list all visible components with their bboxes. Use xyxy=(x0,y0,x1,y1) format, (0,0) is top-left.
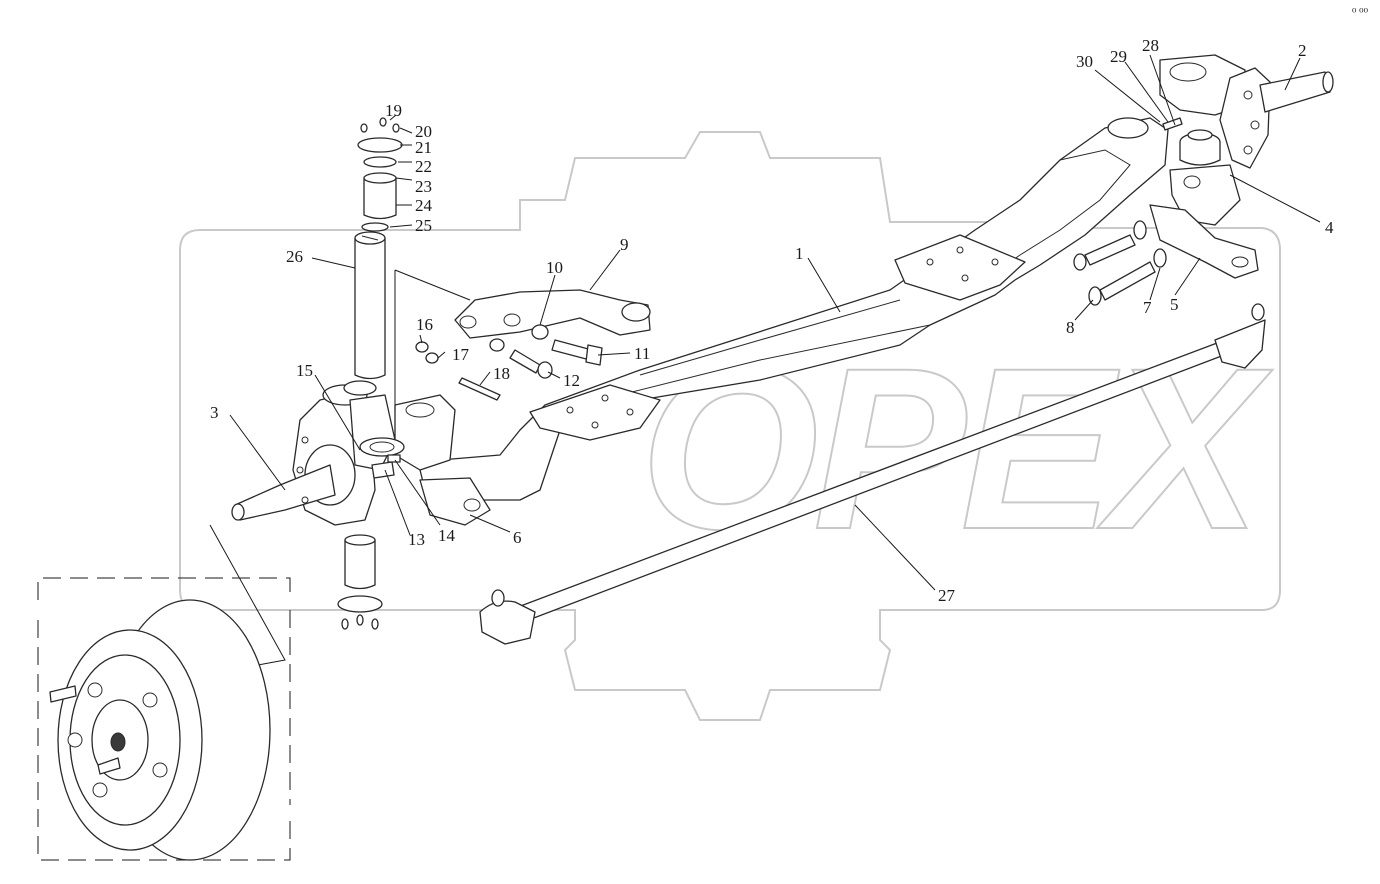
wheel-hub-brake-disc xyxy=(49,599,271,861)
label-29: 29 xyxy=(1110,47,1127,66)
right-arm-bolts xyxy=(1073,220,1167,306)
right-small-parts xyxy=(1162,117,1213,141)
corner-mark: ⁰ ⁰⁰ xyxy=(1352,7,1369,19)
label-26: 26 xyxy=(286,247,303,266)
knuckle-bolts xyxy=(371,454,401,479)
right-steering-knuckle xyxy=(1159,54,1334,169)
label-12: 12 xyxy=(563,371,580,390)
lower-kingpin-kit xyxy=(337,534,383,630)
label-6: 6 xyxy=(513,528,522,547)
label-13: 13 xyxy=(408,530,425,549)
label-8: 8 xyxy=(1066,318,1075,337)
label-25: 25 xyxy=(415,216,432,235)
label-3: 3 xyxy=(210,403,219,422)
leader-lines xyxy=(229,54,1321,591)
right-knuckle-lower xyxy=(1169,132,1241,226)
label-30: 30 xyxy=(1076,52,1093,71)
tie-rod-27 xyxy=(479,303,1266,645)
label-15: 15 xyxy=(296,361,313,380)
label-5: 5 xyxy=(1170,295,1179,314)
part-number-labels: 1 2 3 4 5 6 7 8 9 10 11 12 13 14 15 16 1… xyxy=(210,36,1334,605)
nuts-16-17 xyxy=(415,341,439,364)
label-22: 22 xyxy=(415,157,432,176)
hub-callout-box xyxy=(37,524,291,861)
label-17: 17 xyxy=(452,345,470,364)
left-arm-bolts xyxy=(489,324,603,379)
label-21: 21 xyxy=(415,138,432,157)
left-steering-arm xyxy=(454,289,651,339)
right-steering-arm xyxy=(1149,204,1259,279)
label-18: 18 xyxy=(493,364,510,383)
label-16: 16 xyxy=(416,315,433,334)
label-7: 7 xyxy=(1143,298,1152,317)
label-23: 23 xyxy=(415,177,432,196)
label-4: 4 xyxy=(1325,218,1334,237)
label-19: 19 xyxy=(385,101,402,120)
label-14: 14 xyxy=(438,526,456,545)
pin-18 xyxy=(458,377,501,401)
kingpin-26 xyxy=(354,231,386,380)
label-1: 1 xyxy=(795,244,804,263)
label-2: 2 xyxy=(1298,41,1307,60)
label-27: 27 xyxy=(938,586,956,605)
label-9: 9 xyxy=(620,235,629,254)
label-11: 11 xyxy=(634,344,650,363)
kingpin-cap-kit xyxy=(357,117,403,232)
label-28: 28 xyxy=(1142,36,1159,55)
left-steering-knuckle xyxy=(231,380,405,526)
watermark-gear xyxy=(179,131,1281,721)
label-24: 24 xyxy=(415,196,433,215)
axle-beam xyxy=(394,117,1169,501)
label-20: 20 xyxy=(415,122,432,141)
label-10: 10 xyxy=(546,258,563,277)
bracket-6 xyxy=(419,477,491,526)
